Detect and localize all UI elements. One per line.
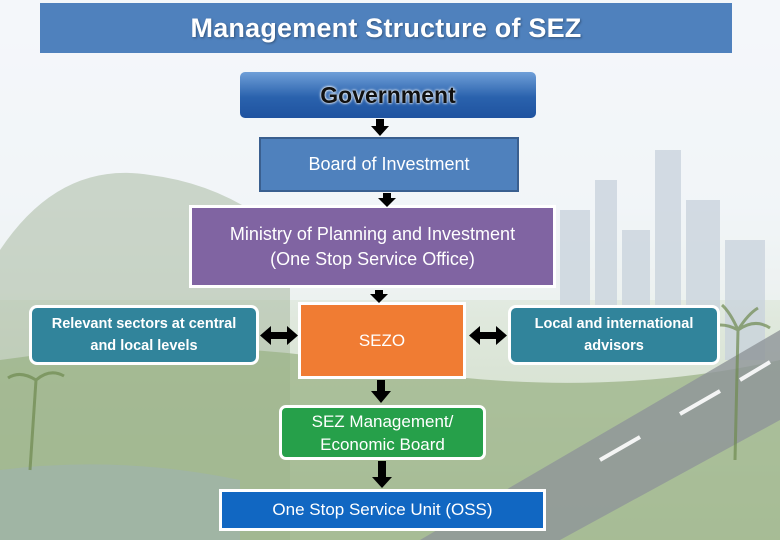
relevant-sectors-node: Relevant sectors at central and local le… [29,305,259,365]
sezo-label: SEZO [358,330,406,350]
relevant-sectors-label-line2: and local levels [90,338,198,354]
sezo-node: SEZO [298,302,466,379]
ministry-label-line2: (One Stop Service Office) [270,248,475,269]
oss-node: One Stop Service Unit (OSS) [219,489,546,531]
board-of-investment-label: Board of Investment [308,154,470,174]
oss-label: One Stop Service Unit (OSS) [272,500,493,519]
sez-management-label-line2: Economic Board [320,434,445,454]
government-node: Government [240,72,536,118]
advisors-label-line1: Local and international [534,316,694,332]
government-label: Government [320,81,456,108]
ministry-label-line1: Ministry of Planning and Investment [229,223,516,244]
ministry-node: Ministry of Planning and Investment (One… [189,205,556,288]
advisors-node: Local and international advisors [508,305,720,365]
advisors-label-line2: advisors [584,338,644,354]
relevant-sectors-label-line1: Relevant sectors at central [51,316,237,332]
sez-management-node: SEZ Management/ Economic Board [279,405,486,460]
page-title: Management Structure of SEZ [40,3,732,53]
board-of-investment-node: Board of Investment [259,137,519,192]
sez-management-label-line1: SEZ Management/ [311,411,454,431]
